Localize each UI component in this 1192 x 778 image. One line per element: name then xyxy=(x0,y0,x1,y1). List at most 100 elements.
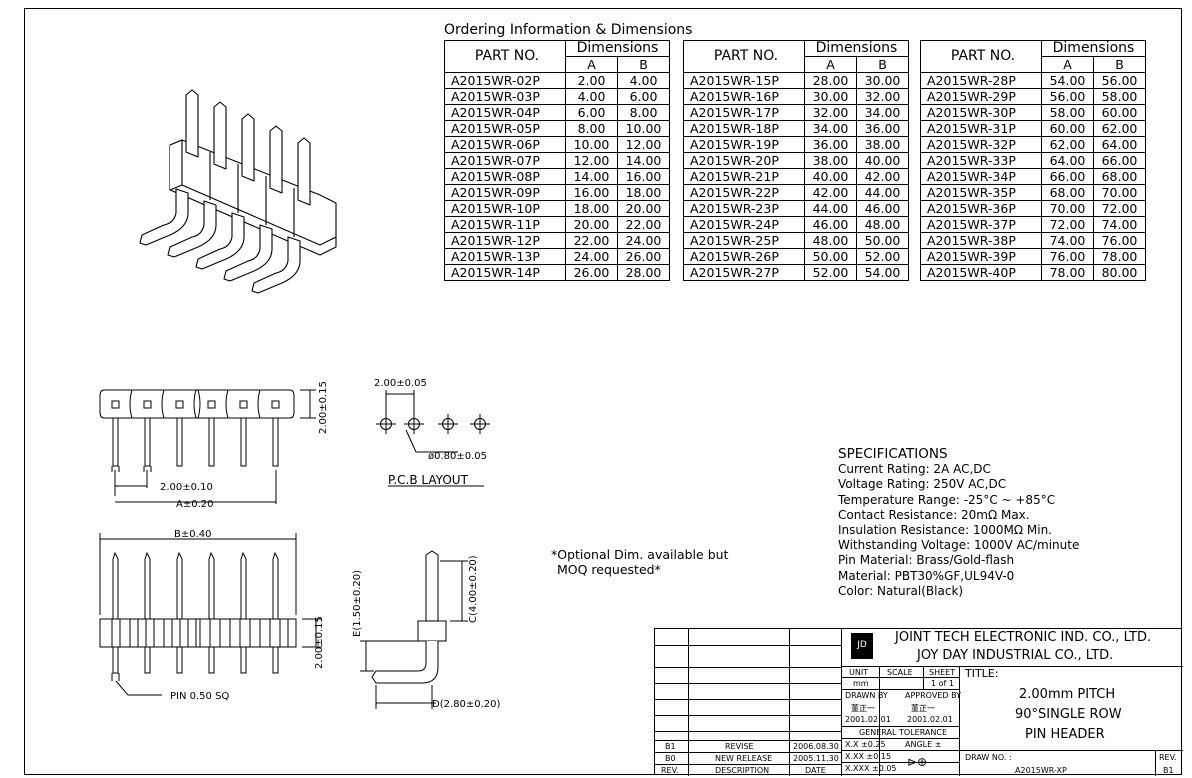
dim-a-cell: 38.00 xyxy=(804,152,857,169)
dim-b-cell: 42.00 xyxy=(856,168,909,185)
isometric-connector-view xyxy=(139,89,337,294)
dim-b-cell: 38.00 xyxy=(856,136,909,153)
part-no-cell: A2015WR-22P xyxy=(683,184,805,201)
dim-b-cell: 44.00 xyxy=(856,184,909,201)
part-no-cell: A2015WR-08P xyxy=(444,168,566,185)
dim-b-cell: 30.00 xyxy=(856,72,909,89)
title-label: TITLE: xyxy=(965,667,999,680)
part-no-cell: A2015WR-38P xyxy=(920,232,1042,249)
part-no-cell: A2015WR-29P xyxy=(920,88,1042,105)
unit-label: UNIT xyxy=(849,668,869,677)
dim-a-cell: 34.00 xyxy=(804,120,857,137)
part-no-cell: A2015WR-26P xyxy=(683,248,805,265)
dim-a-cell: 4.00 xyxy=(565,88,618,105)
tolerance-1: X.X ±0.25 xyxy=(845,740,886,749)
spec-line: Voltage Rating: 250V AC,DC xyxy=(838,477,1007,492)
dim-a-cell: 8.00 xyxy=(565,120,618,137)
part-no-cell: A2015WR-18P xyxy=(683,120,805,137)
rev-row-1-date: 2006.08.30 xyxy=(793,742,839,751)
pcb-layout-label: P.C.B LAYOUT xyxy=(388,473,469,487)
spec-line: Contact Resistance: 20mΩ Max. xyxy=(838,507,1030,522)
dimensions-header: Dimensions xyxy=(1041,40,1146,57)
side-view-drawing: E(1.50±0.20) C(4.00±0.20) D(2.80±0.20) xyxy=(352,550,501,710)
draw-no: A2015WR-XP xyxy=(1015,766,1067,775)
part-no-cell: A2015WR-40P xyxy=(920,264,1042,281)
part-no-cell: A2015WR-21P xyxy=(683,168,805,185)
dim-a-cell: 12.00 xyxy=(565,152,618,169)
tolerance-2: X.XX ±0.15 xyxy=(845,752,892,761)
part-no-cell: A2015WR-23P xyxy=(683,200,805,217)
dim-b-cell: 60.00 xyxy=(1093,104,1146,121)
dim-b-cell: 52.00 xyxy=(856,248,909,265)
drawn-by-label: DRAWN BY xyxy=(845,691,888,700)
rev-row-2-rev: B0 xyxy=(665,754,676,763)
sheet-value: 1 of 1 xyxy=(931,679,954,688)
spec-title: SPECIFICATIONS xyxy=(838,446,948,462)
dim-b-cell: 68.00 xyxy=(1093,168,1146,185)
drawn-date: 2001.02.01 xyxy=(845,715,891,724)
dim-b-cell: 26.00 xyxy=(617,248,670,265)
dim-a-cell: 66.00 xyxy=(1041,168,1094,185)
dim-a-header: A xyxy=(565,56,618,73)
dim-a-cell: 54.00 xyxy=(1041,72,1094,89)
dim-a-cell: 24.00 xyxy=(565,248,618,265)
dim-b-cell: 4.00 xyxy=(617,72,670,89)
draw-no-label: DRAW NO. : xyxy=(965,753,1012,762)
rev-row-1-rev: B1 xyxy=(665,742,676,751)
angle-tolerance: ANGLE ± xyxy=(905,740,942,749)
drawing-frame xyxy=(24,8,1182,775)
dim-a-cell: 72.00 xyxy=(1041,216,1094,233)
dim-b-cell: 64.00 xyxy=(1093,136,1146,153)
a-dim: A±0.20 xyxy=(176,499,214,510)
dimensions-header: Dimensions xyxy=(565,40,670,57)
dim-a-cell: 40.00 xyxy=(804,168,857,185)
part-no-cell: A2015WR-32P xyxy=(920,136,1042,153)
spec-line: Color: Natural(Black) xyxy=(838,583,964,598)
rev-label: REV. xyxy=(1159,753,1177,762)
dim-b-header: B xyxy=(856,56,909,73)
dim-b-header: B xyxy=(1093,56,1146,73)
part-no-cell: A2015WR-07P xyxy=(444,152,566,169)
dim-a-cell: 64.00 xyxy=(1041,152,1094,169)
specifications: SPECIFICATIONS Current Rating: 2A AC,DC … xyxy=(838,446,1079,599)
height-dim-side: 2.00±0.15 xyxy=(314,616,325,669)
part-no-cell: A2015WR-36P xyxy=(920,200,1042,217)
dim-a-header: A xyxy=(1041,56,1094,73)
optional-note: *Optional Dim. available but MOQ request… xyxy=(551,547,728,577)
unit-value: mm xyxy=(853,679,869,688)
dim-a-header: A xyxy=(804,56,857,73)
optional-note-line-1: *Optional Dim. available but xyxy=(551,547,729,562)
dim-b-cell: 78.00 xyxy=(1093,248,1146,265)
title-block: B1 REVISE 2006.08.30 B0 NEW RELEASE 2005… xyxy=(654,628,1183,776)
part-no-header: PART NO. xyxy=(683,40,805,73)
front-view-drawing: B±0.40 2.00±0.15 PIN 0.50 SQ xyxy=(99,529,325,702)
dim-b-cell: 6.00 xyxy=(617,88,670,105)
dim-a-cell: 14.00 xyxy=(565,168,618,185)
part-no-cell: A2015WR-37P xyxy=(920,216,1042,233)
part-no-cell: A2015WR-19P xyxy=(683,136,805,153)
dim-a-cell: 62.00 xyxy=(1041,136,1094,153)
dim-a-cell: 2.00 xyxy=(565,72,618,89)
dim-a-cell: 76.00 xyxy=(1041,248,1094,265)
dim-b-cell: 20.00 xyxy=(617,200,670,217)
dim-a-cell: 18.00 xyxy=(565,200,618,217)
height-dim-top: 2.00±0.15 xyxy=(318,381,329,434)
